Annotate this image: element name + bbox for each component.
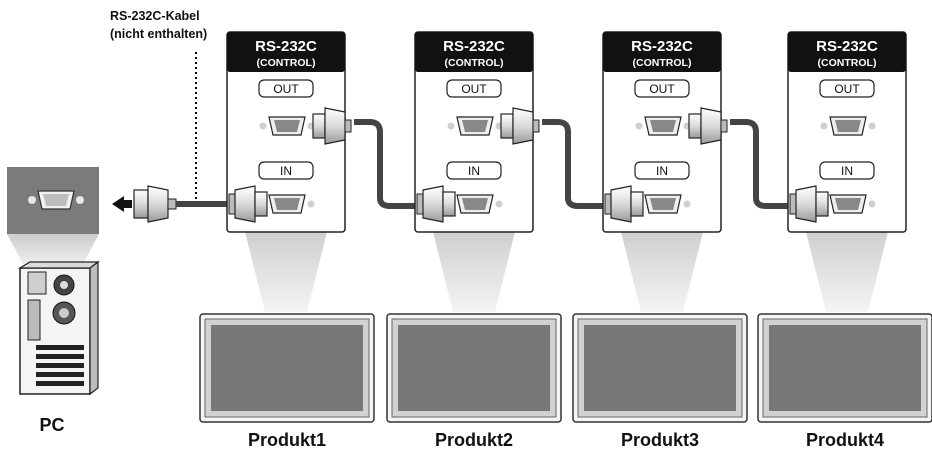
out-label-box <box>634 79 690 98</box>
out-serial-port-pins <box>835 120 861 132</box>
product-unit: RS-232C (CONTROL) OUT IN Produkt2 <box>386 31 562 450</box>
out-plug-head <box>688 113 702 139</box>
rs232-panel-title: RS-232C <box>255 38 317 55</box>
product-beam <box>433 232 515 312</box>
product-unit: RS-232C (CONTROL) OUT IN Produkt3 <box>572 31 748 450</box>
product-beam <box>621 232 703 312</box>
pc-cable-connector <box>133 185 177 223</box>
out-label: OUT <box>834 82 860 96</box>
rs232-panel-header <box>788 32 906 72</box>
in-serial-port-pins <box>462 198 488 210</box>
in-label-box <box>446 161 502 180</box>
out-serial-port-pins <box>274 120 300 132</box>
in-serial-port-pins <box>274 198 300 210</box>
cable-product1-to-product2 <box>354 119 418 209</box>
display-screen <box>769 325 921 411</box>
pc-label: PC <box>39 415 64 435</box>
out-label-box <box>446 79 502 98</box>
display-screen <box>584 325 736 411</box>
cable-note-line2: (nicht enthalten) <box>110 27 207 41</box>
rs232-panel-title: RS-232C <box>631 38 693 55</box>
product-beam <box>806 232 888 312</box>
port-screw-icon <box>259 122 267 130</box>
port-screw-icon <box>447 122 455 130</box>
rs232-panel-title: RS-232C <box>443 38 505 55</box>
out-plug-tip <box>344 119 352 133</box>
out-plug-tip <box>532 119 540 133</box>
out-plug-head <box>312 113 326 139</box>
port-screw-icon <box>307 200 315 208</box>
out-plug-connector <box>512 107 534 145</box>
pc-tower-icon <box>17 260 100 396</box>
in-plug-head <box>630 191 644 217</box>
pc-serial-port-icon <box>28 190 84 210</box>
out-plug-connector <box>324 107 346 145</box>
in-label: IN <box>841 164 853 178</box>
in-plug-tip <box>228 193 236 215</box>
display-screen <box>211 325 363 411</box>
port-screw-icon <box>683 200 691 208</box>
port-screw-icon <box>868 200 876 208</box>
rs232-panel-header <box>603 32 721 72</box>
in-plug-connector <box>422 185 444 223</box>
out-label: OUT <box>461 82 487 96</box>
pc-group: PC <box>7 167 100 435</box>
in-label-box <box>634 161 690 180</box>
port-screw-icon <box>820 122 828 130</box>
in-label-box <box>258 161 314 180</box>
in-label: IN <box>656 164 668 178</box>
port-screw-icon <box>495 200 503 208</box>
in-plug-connector <box>795 185 817 223</box>
arrow-left-icon <box>112 196 132 212</box>
product-unit: RS-232C (CONTROL) OUT IN Produkt4 <box>757 31 932 450</box>
in-plug-head <box>442 191 456 217</box>
in-label-box <box>819 161 875 180</box>
products-row: RS-232C (CONTROL) OUT IN Produkt1 RS-232C (CON… <box>199 31 932 450</box>
port-screw-icon <box>635 122 643 130</box>
out-serial-port-pins <box>462 120 488 132</box>
in-label: IN <box>468 164 480 178</box>
cable-product2-to-product3 <box>542 119 606 209</box>
product-unit: RS-232C (CONTROL) OUT IN Produkt1 <box>199 31 375 450</box>
cable-note-line1: RS-232C-Kabel <box>110 9 200 23</box>
cable-product3-to-product4 <box>730 119 794 209</box>
in-plug-tip <box>416 193 424 215</box>
out-label: OUT <box>649 82 675 96</box>
rs232-panel-subtitle: (CONTROL) <box>445 57 504 69</box>
port-screw-icon <box>868 122 876 130</box>
in-label: IN <box>280 164 292 178</box>
in-plug-connector <box>610 185 632 223</box>
in-serial-port-pins <box>835 198 861 210</box>
out-plug-head <box>500 113 514 139</box>
out-label-box <box>258 79 314 98</box>
product-label: Produkt1 <box>248 430 326 450</box>
out-label: OUT <box>273 82 299 96</box>
out-serial-port-pins <box>650 120 676 132</box>
out-label-box <box>819 79 875 98</box>
product-label: Produkt4 <box>806 430 884 450</box>
in-plug-head <box>254 191 268 217</box>
display-screen <box>398 325 550 411</box>
rs232-panel-subtitle: (CONTROL) <box>818 57 877 69</box>
in-plug-connector <box>234 185 256 223</box>
product-beam <box>245 232 327 312</box>
product-label: Produkt3 <box>621 430 699 450</box>
product-label: Produkt2 <box>435 430 513 450</box>
in-plug-head <box>815 191 829 217</box>
in-plug-tip <box>789 193 797 215</box>
in-serial-port-pins <box>650 198 676 210</box>
rs232-panel-subtitle: (CONTROL) <box>257 57 316 69</box>
pc-beam <box>7 234 99 266</box>
rs232-panel-subtitle: (CONTROL) <box>633 57 692 69</box>
out-plug-tip <box>720 119 728 133</box>
rs232-panel-header <box>415 32 533 72</box>
rs232-panel-header <box>227 32 345 72</box>
in-plug-tip <box>604 193 612 215</box>
rs232-panel-title: RS-232C <box>816 38 878 55</box>
out-plug-connector <box>700 107 722 145</box>
